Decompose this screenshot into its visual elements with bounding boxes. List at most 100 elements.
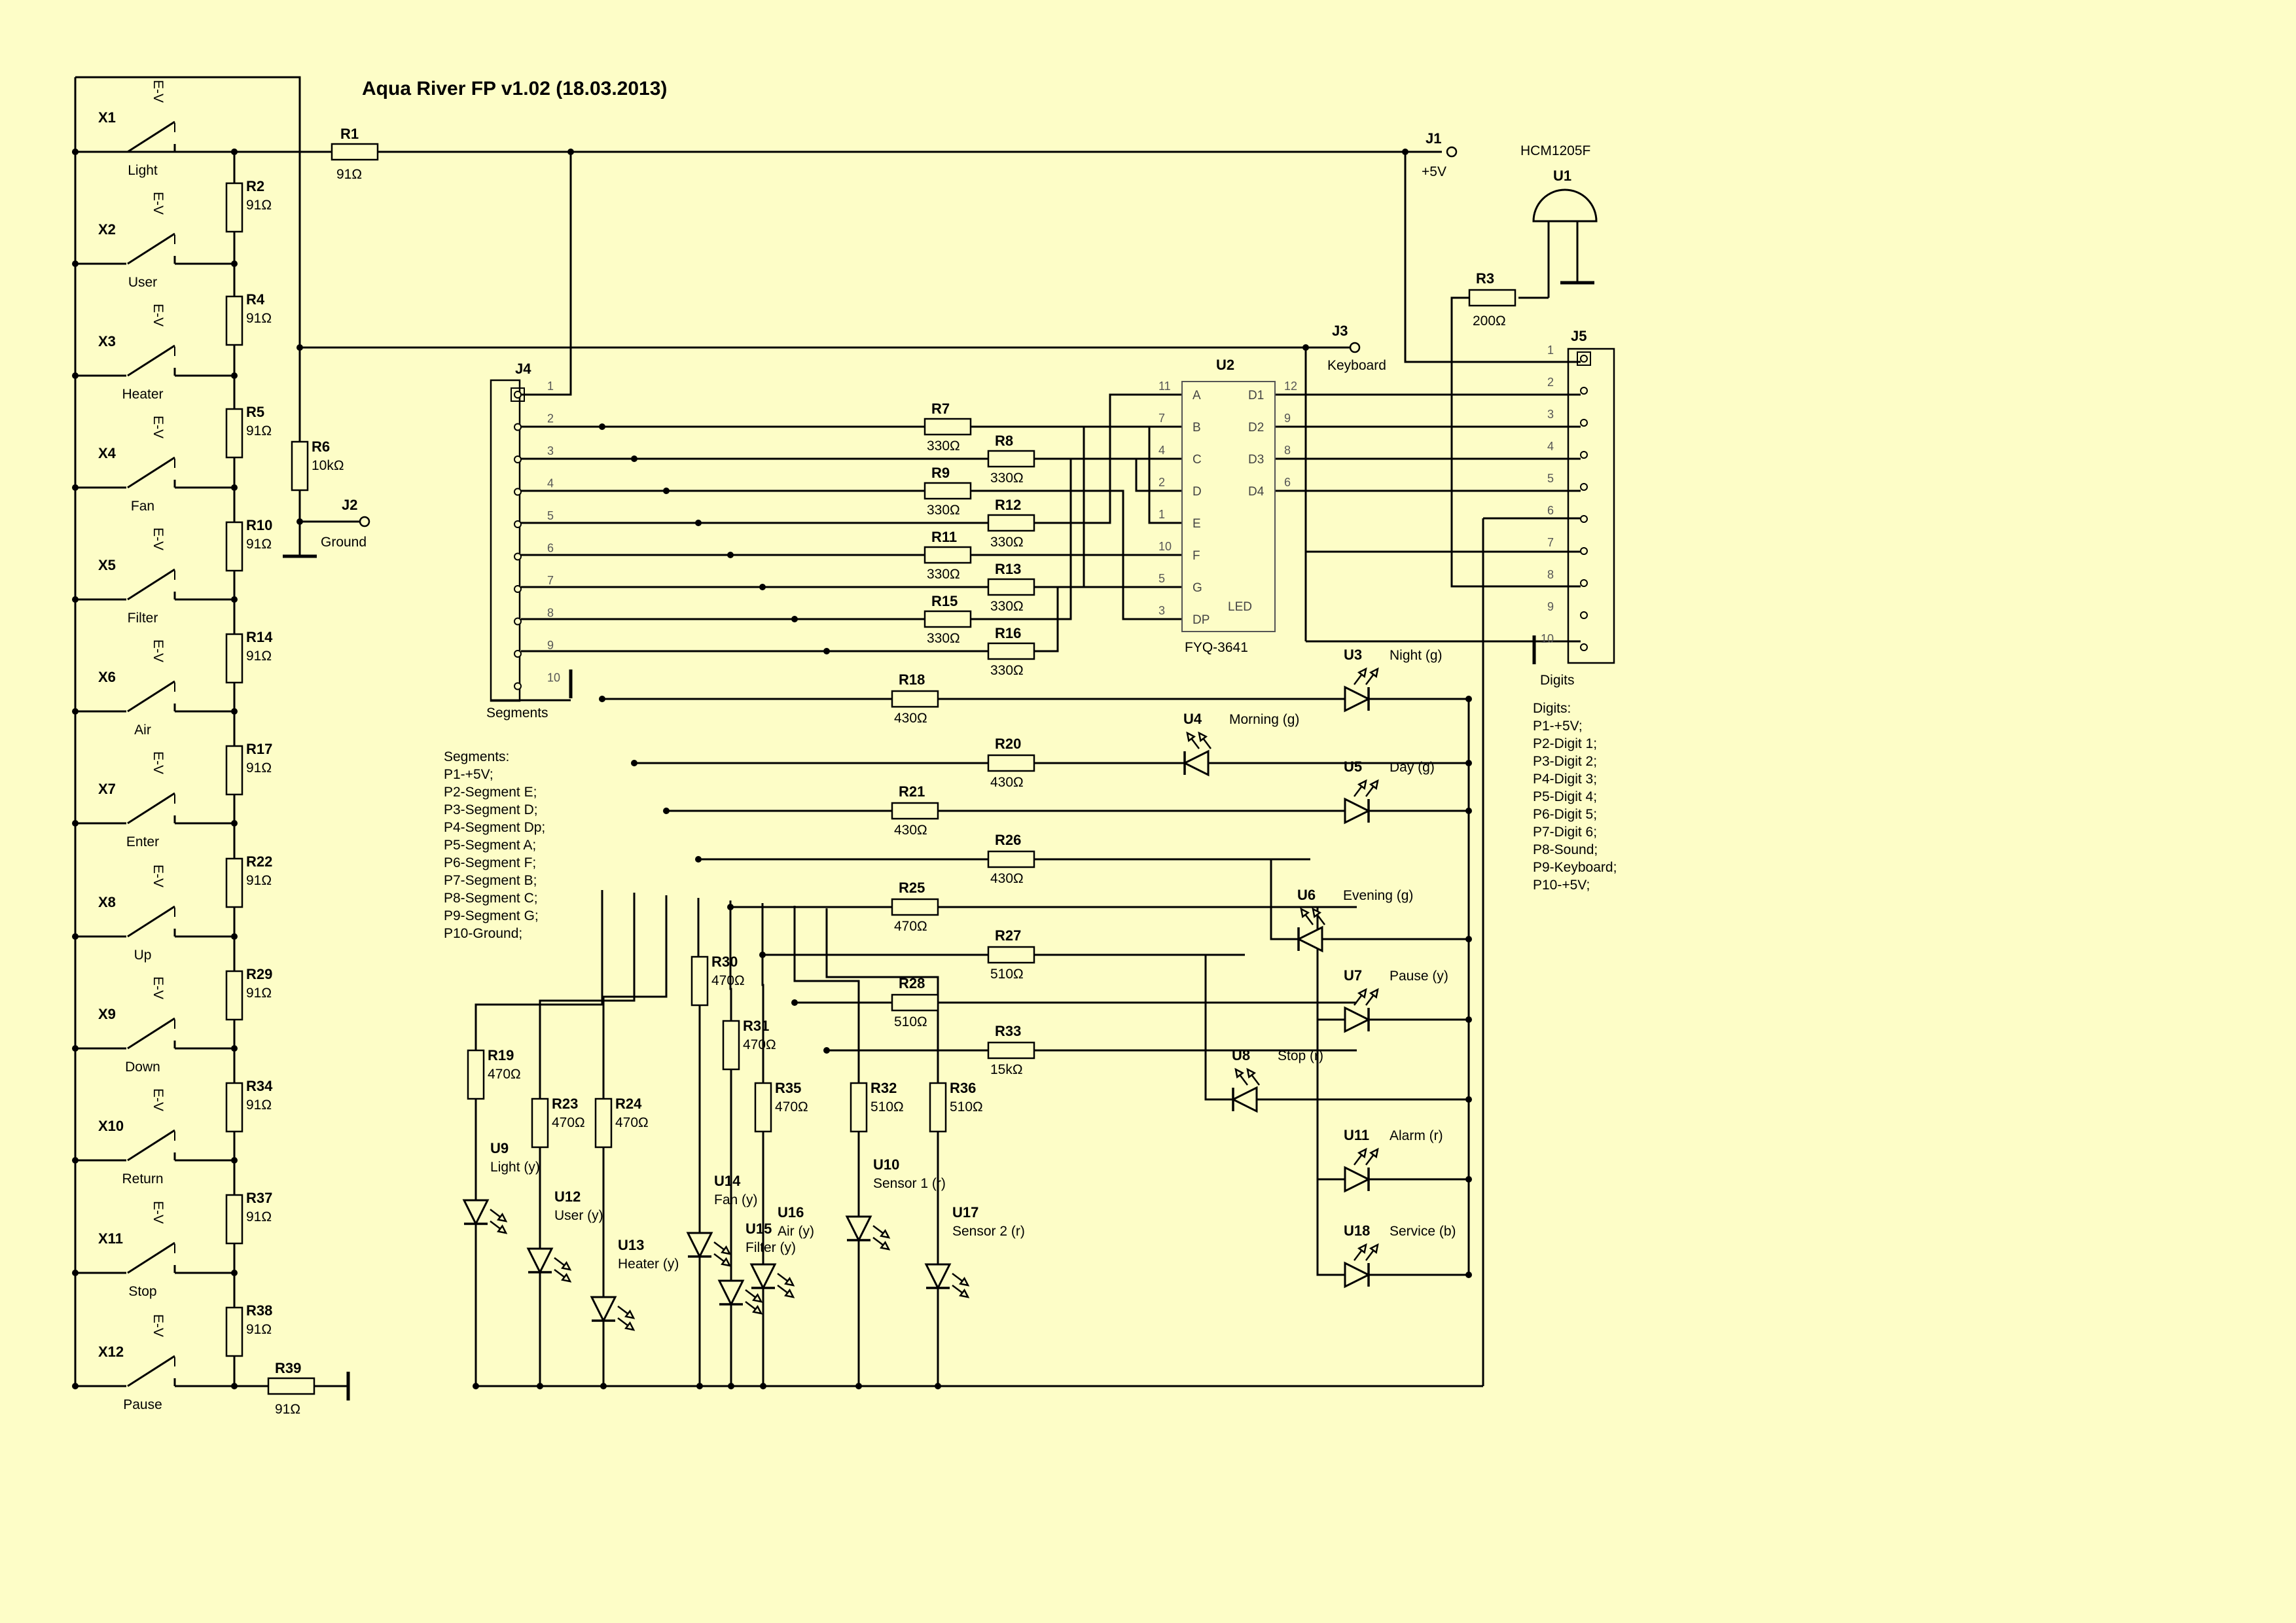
resistor-led xyxy=(987,850,1035,868)
button-ref: X12 xyxy=(98,1344,124,1360)
digits-note-line: P10-+5V; xyxy=(1533,878,1590,893)
j4-pin xyxy=(514,552,522,561)
resistor-ladder xyxy=(225,182,243,233)
button-contact xyxy=(127,1129,175,1162)
led-label: Pause (y) xyxy=(1390,969,1448,984)
j5-pin-number: 7 xyxy=(1547,536,1554,549)
resistor-led xyxy=(987,946,1035,964)
led-resistor-ref: R21 xyxy=(899,783,925,800)
light-arrow-head xyxy=(721,1257,732,1267)
light-arrow-head xyxy=(1357,988,1367,999)
segments-note-line: P6-Segment F; xyxy=(444,855,536,870)
led-resistor-value: 430Ω xyxy=(990,775,1024,790)
segments-note-line: P8-Segment C; xyxy=(444,891,538,906)
ladder-value: 91Ω xyxy=(246,1209,272,1224)
light-arrow-head xyxy=(1369,667,1379,678)
resistor-led xyxy=(891,993,939,1012)
ladder-value: 91Ω xyxy=(246,1322,272,1337)
wire-bottom-feed xyxy=(825,908,939,1083)
resistor-bottom xyxy=(594,1097,613,1149)
segment-ref: R7 xyxy=(931,401,950,417)
u1-part: HCM1205F xyxy=(1520,143,1590,158)
button-label: Air xyxy=(134,722,151,738)
u2-pin-number: 8 xyxy=(1284,444,1291,457)
resistor-ladder xyxy=(225,1306,243,1357)
bottom-resistor-ref: R23 xyxy=(552,1096,578,1112)
light-arrow-head xyxy=(497,1224,508,1234)
bottom-resistor-ref: R24 xyxy=(615,1096,642,1112)
u2-pin-name: C xyxy=(1193,453,1202,467)
light-arrow-head xyxy=(1186,731,1196,742)
junction-dot xyxy=(296,344,303,351)
light-arrow-head xyxy=(1369,779,1379,790)
r1-ref: R1 xyxy=(340,126,359,142)
junction-dot xyxy=(72,149,79,155)
junction-dot xyxy=(599,696,605,702)
resistor-segment xyxy=(924,482,972,500)
wire-led-anode xyxy=(938,906,1345,1021)
button-contact xyxy=(127,680,175,713)
u2-ref: U2 xyxy=(1216,357,1234,373)
junction-dot xyxy=(72,372,79,379)
led-resistor-value: 430Ω xyxy=(894,823,927,838)
j1-label: +5V xyxy=(1422,164,1446,179)
resistor-bottom xyxy=(754,1082,772,1133)
junction-dot xyxy=(823,1047,830,1054)
j4-pin xyxy=(514,617,522,626)
bottom-resistor-value: 470Ω xyxy=(775,1099,808,1115)
junction-dot xyxy=(231,933,238,940)
led-resistor-value: 470Ω xyxy=(894,919,927,934)
junction-dot xyxy=(695,856,702,863)
u2-pin-name: A xyxy=(1193,389,1201,402)
button-ref: X10 xyxy=(98,1118,124,1134)
junction-dot xyxy=(72,1270,79,1276)
u2-pin-number: 5 xyxy=(1158,572,1165,585)
segment-value: 330Ω xyxy=(990,663,1024,678)
u2-pin-number: 7 xyxy=(1158,412,1165,425)
light-arrow-head xyxy=(1300,907,1310,918)
button-symbol: E-V xyxy=(151,192,166,215)
j5-pin xyxy=(1580,483,1588,491)
wire-top-rail xyxy=(75,76,301,540)
resistor-bottom xyxy=(467,1049,485,1100)
button-ref: X11 xyxy=(98,1230,123,1247)
junction-dot xyxy=(231,372,238,379)
light-arrow-head xyxy=(1246,1067,1257,1079)
u2-pin-name: D4 xyxy=(1248,485,1265,499)
bottom-led-label: Fan (y) xyxy=(714,1192,758,1207)
light-arrow-head xyxy=(880,1240,891,1251)
j5-pin xyxy=(1580,643,1588,651)
j4-pin xyxy=(514,682,522,690)
segments-note-line: P2-Segment E; xyxy=(444,785,537,800)
button-label: Fan xyxy=(131,499,154,514)
j4-pin-number: 5 xyxy=(547,509,554,522)
button-symbol: E-V xyxy=(151,751,166,774)
led-resistor-ref: R25 xyxy=(899,880,925,896)
junction-dot xyxy=(599,423,605,430)
led-label: Stop (r) xyxy=(1278,1048,1323,1063)
segment-value: 330Ω xyxy=(990,599,1024,614)
ladder-ref: R17 xyxy=(246,741,272,757)
resistor-segment xyxy=(987,514,1035,532)
segment-ref: R12 xyxy=(995,497,1021,513)
button-contact xyxy=(127,568,175,601)
resistor-r39 xyxy=(267,1377,315,1395)
ladder-value: 91Ω xyxy=(246,423,272,438)
j4-pin-number: 10 xyxy=(547,671,560,685)
junction-dot xyxy=(1465,936,1472,942)
led-diode xyxy=(1344,1166,1371,1193)
j4-pin-number: 6 xyxy=(547,542,554,555)
resistor-led xyxy=(987,1041,1035,1060)
light-arrow-head xyxy=(721,1245,732,1255)
led-diode xyxy=(1182,749,1210,777)
u2-pin-name: B xyxy=(1193,421,1201,435)
junction-dot xyxy=(231,260,238,267)
button-label: Enter xyxy=(126,834,159,849)
junction-dot xyxy=(231,149,238,155)
wire-bottom-feed xyxy=(761,903,764,1083)
button-ref: X5 xyxy=(98,557,116,573)
j4-ref: J4 xyxy=(515,361,531,377)
ladder-ref: R38 xyxy=(246,1302,272,1319)
segments-note-line: P10-Ground; xyxy=(444,926,522,941)
bottom-led-ref: U12 xyxy=(554,1188,581,1205)
